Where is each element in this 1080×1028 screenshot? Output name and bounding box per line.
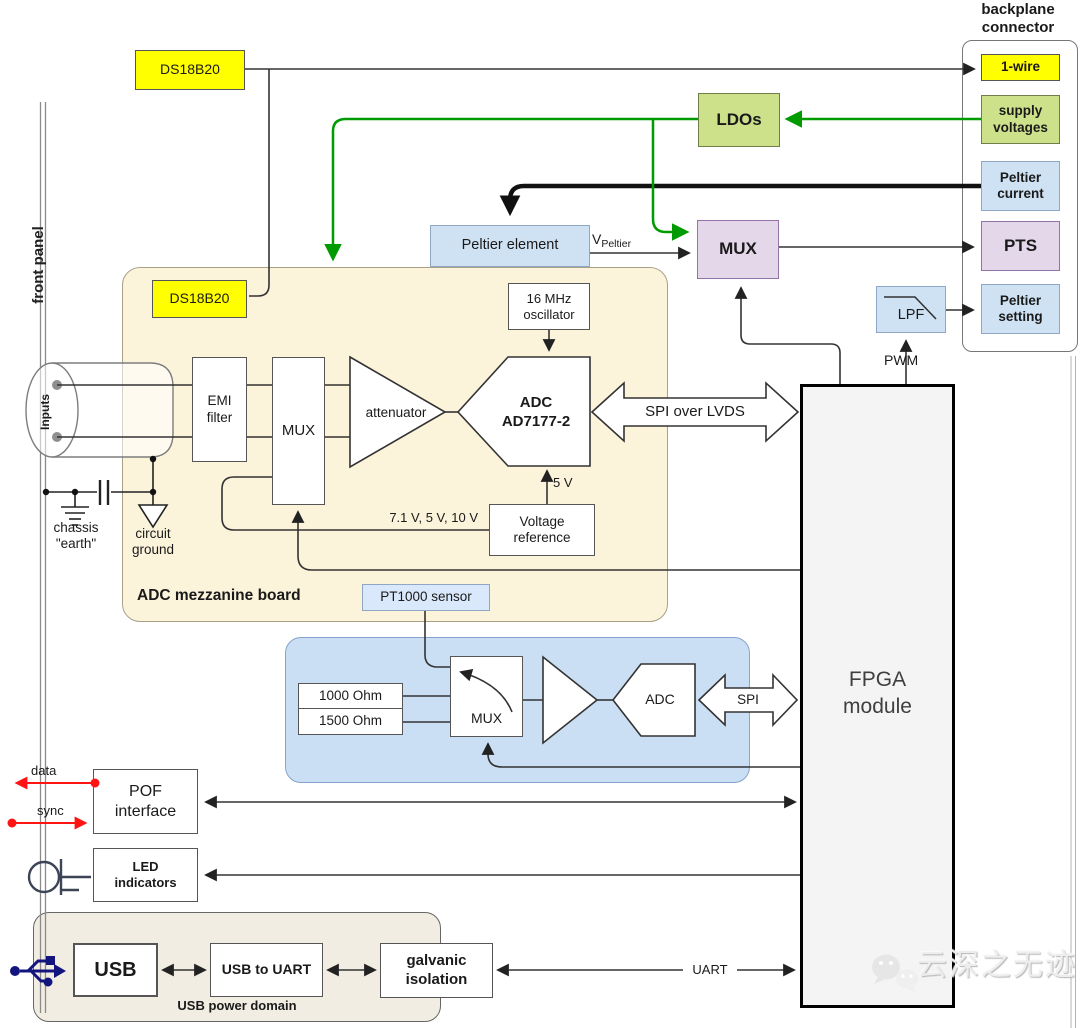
voltage-reference-box: Voltage reference: [489, 504, 595, 556]
led-indicators-box: LED indicators: [93, 848, 198, 902]
pof-interface-box: POF interface: [93, 769, 198, 834]
wire-peltier-current: [499, 183, 981, 217]
rtd-mux-box: [450, 656, 523, 737]
input-pin-dot: [52, 380, 62, 390]
one-wire-box: 1-wire: [981, 54, 1060, 81]
inputs-label: Inputs: [38, 394, 52, 430]
mux-monitor-box: MUX: [697, 220, 779, 279]
usb-to-uart-box: USB to UART: [210, 943, 323, 997]
pwm-label: PWM: [884, 352, 919, 368]
chassis-earth-symbol: [61, 492, 89, 526]
galvanic-isolation-box: galvanic isolation: [380, 943, 493, 998]
front-panel-line: [39, 102, 47, 1013]
data-label: data: [31, 763, 57, 778]
pts-box: PTS: [981, 221, 1060, 271]
emi-filter-box: EMI filter: [192, 357, 247, 462]
fpga-module-box: [800, 384, 955, 1008]
usb-box: USB: [73, 943, 158, 997]
chassis-earth-label: chassis "earth": [53, 520, 99, 552]
ldos-box: LDOs: [698, 93, 780, 147]
r1500-box: 1500 Ohm: [298, 708, 403, 735]
sync-label: sync: [37, 803, 64, 818]
peltier-element-box: Peltier element: [430, 225, 590, 267]
oscillator-box: 16 MHz oscillator: [508, 283, 590, 330]
peltier-setting-box: Peltier setting: [981, 284, 1060, 334]
v-peltier-subscript: Peltier: [601, 238, 632, 250]
uart-label: UART: [683, 962, 737, 978]
ds18b20-board-sensor: DS18B20: [152, 280, 247, 318]
peltier-current-box: Peltier current: [981, 161, 1060, 211]
supply-voltages-box: supply voltages: [981, 95, 1060, 144]
front-panel-label: front panel: [30, 226, 47, 304]
page-edge-line: [1070, 356, 1076, 1028]
input-pin-dot: [52, 432, 62, 442]
led-icon: [27, 859, 91, 895]
wire-ds18b20-branch: [249, 69, 270, 297]
capacitor-symbol: [98, 480, 110, 505]
input-mux-box: MUX: [272, 357, 325, 505]
v-peltier-main: V: [592, 231, 602, 247]
lpf-box: LPF: [876, 286, 946, 333]
v-peltier-label: VPeltier: [592, 231, 631, 251]
pt1000-sensor-tag: PT1000 sensor: [362, 584, 490, 611]
backplane-title: backplane connector: [981, 1, 1055, 37]
wire-ldos-to-mux: [651, 119, 690, 241]
red-wires: [7, 776, 100, 830]
r1000-box: 1000 Ohm: [298, 683, 403, 709]
ds18b20-front-sensor: DS18B20: [135, 50, 245, 90]
wire-fpga-to-mux-feed: [734, 286, 841, 384]
